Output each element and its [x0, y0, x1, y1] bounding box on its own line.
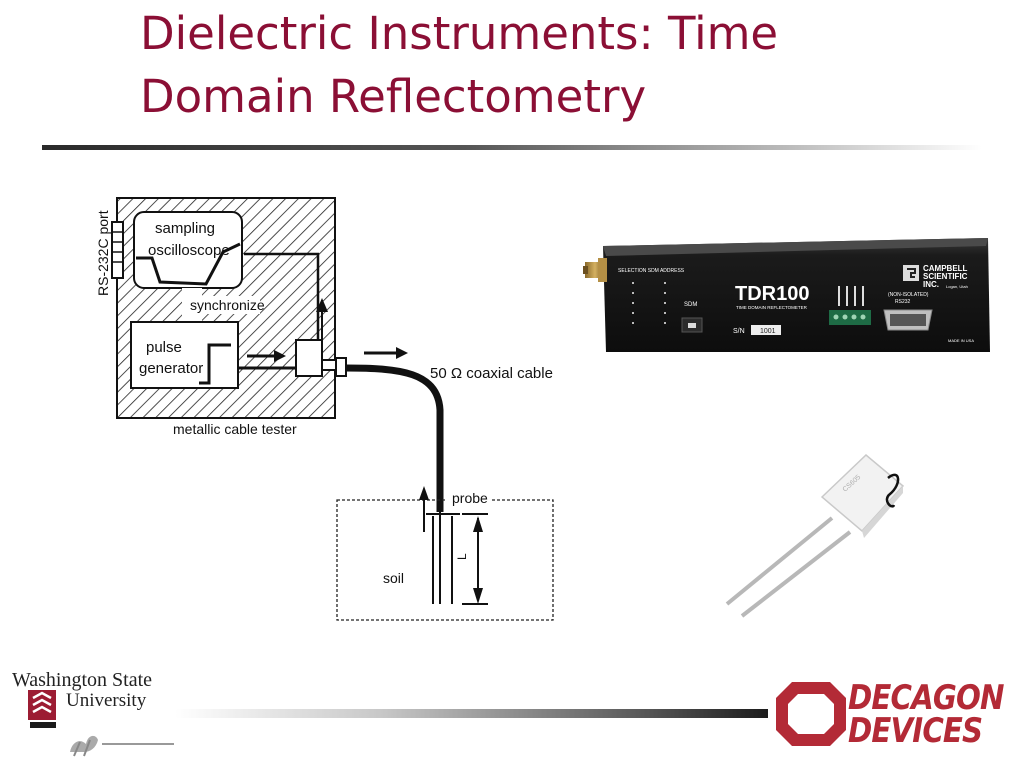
coaxial-cable-label: 50 Ω coaxial cable — [430, 365, 553, 382]
made-in-label: MADE IN USA — [948, 338, 974, 343]
soil-box — [336, 499, 554, 621]
brand-line-2: SCIENTIFIC — [923, 272, 968, 281]
length-label: L — [455, 553, 469, 560]
wsu-name-line-2: University — [66, 690, 147, 711]
coaxial-cable — [345, 364, 444, 512]
rs232-label-line-2: RS232 — [895, 299, 911, 305]
rs232-port-connector — [111, 221, 124, 279]
model-label: TDR100 — [735, 283, 809, 305]
decagon-wordmark: DECAGON DEVICES — [848, 678, 1005, 751]
oscilloscope-label-line-2: oscilloscope — [148, 242, 230, 259]
oscilloscope-trace — [136, 242, 241, 286]
pulse-label-line-1: pulse — [146, 339, 182, 356]
pulse-step-symbol — [199, 343, 231, 385]
pulse-label-line-2: generator — [139, 360, 203, 377]
synchronize-label: synchronize — [190, 297, 265, 313]
probe-cable — [885, 473, 900, 508]
terminal-block — [829, 310, 871, 325]
probe-rod-photo-1 — [725, 516, 834, 606]
brand-line-3: INC. — [923, 280, 939, 289]
rs232-port-label: RS-232C port — [95, 210, 111, 296]
soil-label: soil — [383, 570, 404, 586]
cable-tester-label: metallic cable tester — [173, 421, 297, 437]
serial-plate — [751, 325, 781, 335]
rs232-label-line-1: (NON-ISOLATED) — [888, 292, 929, 298]
title-divider — [42, 145, 982, 150]
slide-title-line-2: Domain Reflectometry — [140, 70, 647, 123]
brand-line-1: CAMPBELL — [923, 264, 968, 273]
serial-label: S/N — [733, 328, 745, 335]
t-connector — [295, 339, 323, 377]
decagon-line-2: DEVICES — [848, 711, 983, 751]
slide-title: Dielectric Instruments: Time Domain Refl… — [140, 2, 940, 128]
probe-rod-photo-2 — [740, 530, 852, 618]
wsu-cougar-logo-icon — [30, 722, 174, 757]
brand-location: Logan, Utah — [946, 284, 968, 289]
footer-divider — [175, 709, 768, 718]
oscilloscope-label-line-1: sampling — [155, 220, 215, 237]
wsu-shield-icon — [28, 690, 56, 720]
probe-label: probe — [452, 490, 488, 506]
model-subtitle: TIME DOMAIN REFLECTOMETER — [736, 305, 808, 310]
sdm-label: SDM — [684, 302, 697, 308]
selection-label: SELECTION SDM ADDRESS — [618, 268, 685, 274]
serial-value: 1001 — [760, 328, 776, 335]
wsu-name-line-1: Washington State — [12, 669, 153, 691]
slide-title-line-1: Dielectric Instruments: Time — [140, 7, 779, 60]
pulse-generator-box — [130, 321, 239, 389]
decagon-line-1: DECAGON — [848, 678, 1005, 718]
